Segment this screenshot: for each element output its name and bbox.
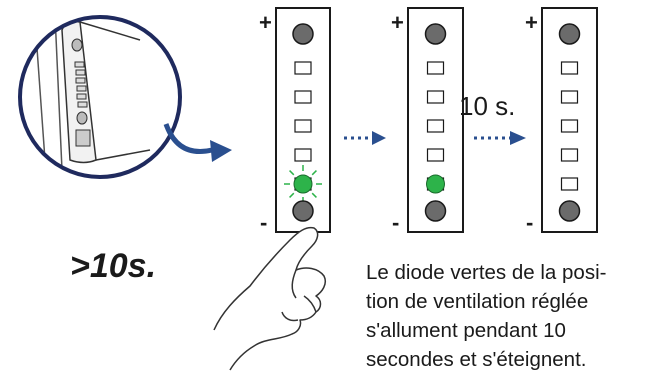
plus-sign: + xyxy=(391,10,404,35)
led-indicator xyxy=(294,61,312,75)
control-panel-2: +- xyxy=(391,7,464,235)
caption-line: secondes et s'éteignent. xyxy=(366,348,587,371)
minus-sign: - xyxy=(526,210,533,235)
caption-line: Le diode vertes de la posi- xyxy=(366,261,607,284)
led-indicator xyxy=(560,61,579,75)
plus-button[interactable] xyxy=(424,23,447,45)
device-zoom xyxy=(18,15,182,179)
zoom-arrow xyxy=(163,123,232,162)
control-panel-1: +- xyxy=(259,7,331,235)
panel-frame xyxy=(541,7,598,233)
led-indicator xyxy=(294,119,312,133)
led-indicator xyxy=(560,148,579,162)
led-glow-icon xyxy=(284,165,322,203)
minus-button[interactable] xyxy=(424,200,447,222)
minus-sign: - xyxy=(392,210,399,235)
plus-sign: + xyxy=(259,10,272,35)
hand-icon xyxy=(213,226,327,371)
control-panel-3: +- xyxy=(525,7,598,235)
led-indicator xyxy=(294,90,312,104)
led-indicator xyxy=(560,177,579,191)
led-lit xyxy=(426,174,445,194)
duration-label: >10s. xyxy=(70,247,157,285)
dotted-arrow-1 xyxy=(344,131,386,145)
plus-button[interactable] xyxy=(558,23,581,45)
led-indicator xyxy=(560,119,579,133)
plus-button[interactable] xyxy=(292,23,314,45)
caption-line: tion de ventilation réglée xyxy=(366,290,589,313)
led-indicator xyxy=(426,90,445,104)
minus-button[interactable] xyxy=(292,200,314,222)
led-indicator xyxy=(426,119,445,133)
caption: Le diode vertes de la posi- tion de vent… xyxy=(366,258,644,374)
led-indicator xyxy=(294,148,312,162)
minus-button[interactable] xyxy=(558,200,581,222)
led-lit xyxy=(293,174,313,194)
plus-sign: + xyxy=(525,10,538,35)
dotted-arrow-2 xyxy=(474,131,526,145)
timer-label: 10 s. xyxy=(459,91,515,121)
minus-sign: - xyxy=(260,210,267,235)
led-indicator xyxy=(426,148,445,162)
caption-line: s'allument pendant 10 xyxy=(366,319,566,342)
led-indicator xyxy=(426,61,445,75)
led-indicator xyxy=(560,90,579,104)
